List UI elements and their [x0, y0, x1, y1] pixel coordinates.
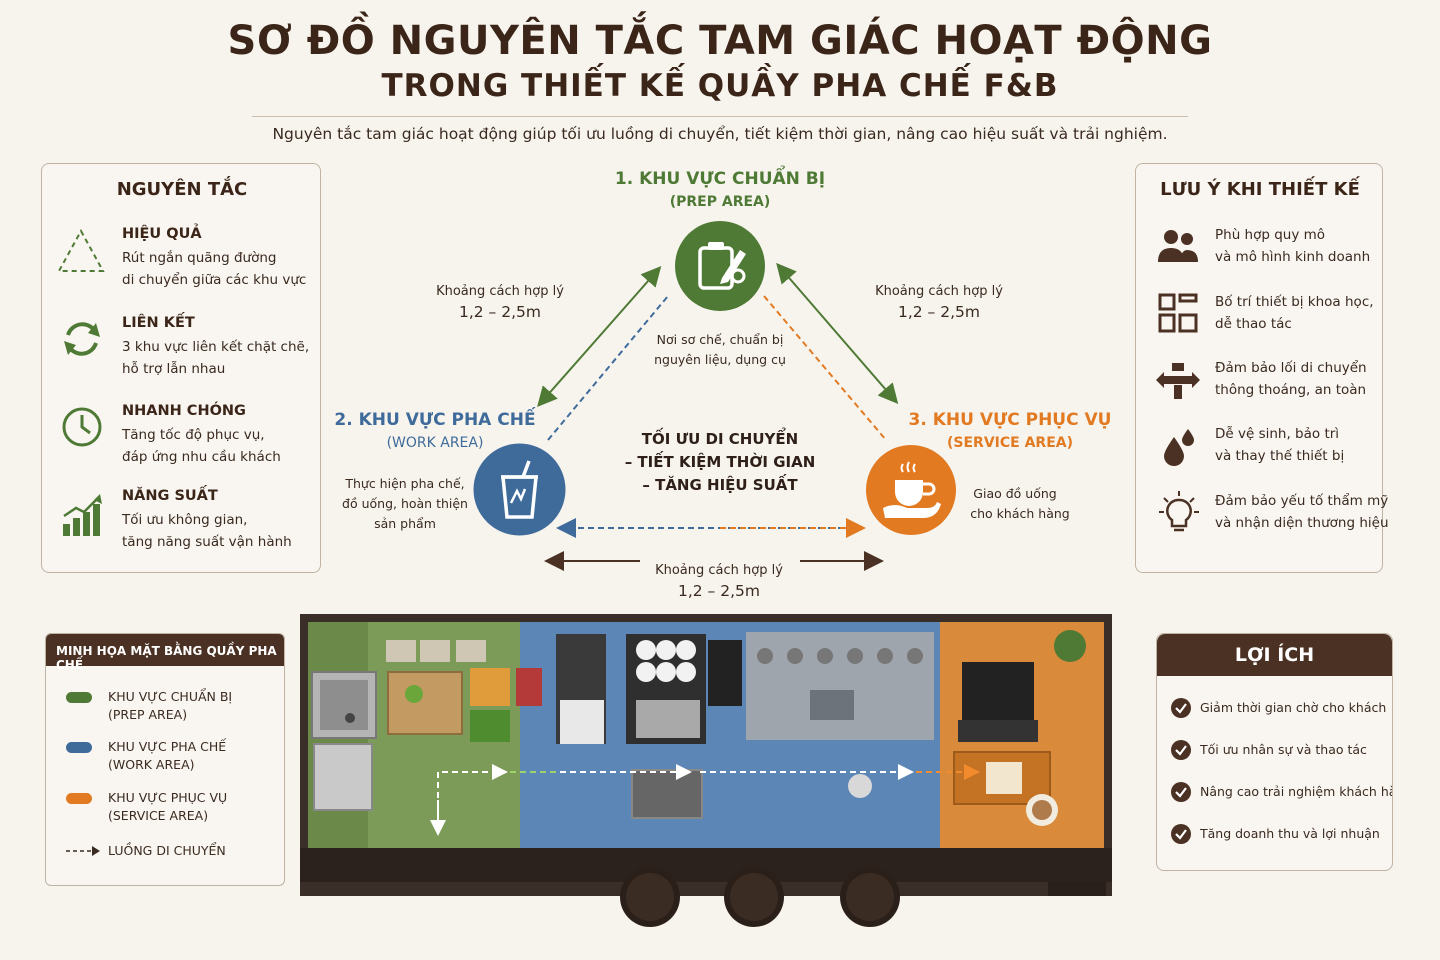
- benefits-panel: LỢI ÍCH Giảm thời gian chờ cho khách Tối…: [1156, 633, 1393, 871]
- work-area-title: 2. KHU VỰC PHA CHẾ: [334, 410, 536, 430]
- principles-title: NGUYÊN TẮC: [116, 179, 248, 200]
- check-circle-icon: [1171, 698, 1191, 718]
- water-drops-icon: [1164, 429, 1194, 466]
- distance-label-bottom: Khoảng cách hợp lý: [655, 563, 783, 578]
- benefits-title: LỢI ÍCH: [1157, 634, 1392, 676]
- page-subtitle: Nguyên tắc tam giác hoạt động giúp tối ư…: [272, 125, 1168, 143]
- check-circle-icon: [1171, 824, 1191, 844]
- prep-service-link: [776, 262, 899, 405]
- benefit-text: Tối ưu nhân sự và thao tác: [1200, 742, 1367, 757]
- design-notes-title: LƯU Ý KHI THIẾT KẾ: [1160, 179, 1360, 200]
- legend-swatch-blue: [66, 742, 92, 753]
- check-circle-icon: [1171, 782, 1191, 802]
- prep-clipboard-icon: [675, 221, 765, 311]
- work-area-desc: sản phẩm: [374, 516, 436, 531]
- principle-heading: NĂNG SUẤT: [122, 488, 218, 504]
- principle-text: Tăng tốc độ phục vụ,: [122, 427, 265, 443]
- service-area-desc: Giao đồ uống: [973, 486, 1057, 501]
- principle-text: hỗ trợ lẫn nhau: [122, 361, 226, 377]
- legend-label: KHU VỰC CHUẨN BỊ: [108, 689, 233, 704]
- prep-area-desc: nguyên liệu, dụng cụ: [654, 352, 786, 367]
- service-area-subtitle: (SERVICE AREA): [947, 435, 1073, 451]
- principles-panel: NGUYÊN TẮC HIỆU QUẢ Rút ngắn quãng đường…: [41, 163, 321, 573]
- principle-text: tăng năng suất vận hành: [122, 534, 292, 550]
- note-text: Đảm bảo lối di chuyển: [1215, 360, 1367, 376]
- people-icon: [1158, 230, 1198, 262]
- principle-text: Tối ưu không gian,: [122, 512, 248, 528]
- work-area-subtitle: (WORK AREA): [386, 435, 484, 451]
- title-divider: [252, 116, 1188, 117]
- growth-chart-icon: [63, 494, 102, 536]
- note-text: Dễ vệ sinh, bảo trì: [1215, 426, 1340, 442]
- prep-area-subtitle: (PREP AREA): [669, 194, 771, 210]
- service-coffee-icon: [866, 445, 956, 535]
- triangle-icon: [57, 228, 105, 272]
- principle-heading: HIỆU QUẢ: [122, 226, 202, 242]
- clock-icon: [62, 407, 102, 447]
- page-title-line2: TRONG THIẾT KẾ QUẦY PHA CHẾ F&B: [381, 68, 1059, 104]
- lightbulb-icon: [1159, 491, 1199, 532]
- legend-title: MINH HỌA MẶT BẰNG QUẦY PHA CHẾ: [46, 634, 284, 672]
- principle-text: di chuyển giữa các khu vực: [122, 272, 307, 288]
- sync-icon: [64, 322, 100, 356]
- note-text: và mô hình kinh doanh: [1215, 249, 1371, 265]
- page-title: SƠ ĐỒ NGUYÊN TẮC TAM GIÁC HOẠT ĐỘNG: [227, 18, 1213, 64]
- legend-swatch-orange: [66, 793, 92, 804]
- center-goal: – TĂNG HIỆU SUẤT: [642, 476, 798, 494]
- note-text: Phù hợp quy mô: [1215, 227, 1326, 243]
- principle-text: đáp ứng nhu cầu khách: [122, 449, 281, 465]
- service-area-title: 3. KHU VỰC PHỤC VỤ: [908, 410, 1112, 430]
- center-goal: – TIẾT KIỆM THỜI GIAN: [624, 453, 816, 471]
- prep-work-link: [537, 265, 662, 408]
- work-prep-flow: [547, 295, 669, 441]
- principle-text: 3 khu vực liên kết chặt chẽ,: [122, 339, 310, 355]
- layout-icon: [1158, 293, 1198, 333]
- legend-swatch-green: [66, 692, 92, 703]
- benefit-text: Tăng doanh thu và lợi nhuận: [1200, 826, 1380, 841]
- work-area-desc: đồ uống, hoàn thiện: [342, 496, 468, 511]
- note-text: thông thoáng, an toàn: [1215, 382, 1367, 398]
- distance-label-left: Khoảng cách hợp lý: [436, 284, 564, 299]
- legend-label: (PREP AREA): [108, 707, 188, 722]
- design-notes-panel: LƯU Ý KHI THIẾT KẾ Phù hợp quy mô và mô …: [1135, 163, 1389, 573]
- distance-value-bottom: 1,2 – 2,5m: [677, 582, 760, 600]
- prep-area-title: 1. KHU VỰC CHUẨN BỊ: [614, 169, 826, 189]
- distance-value-right: 1,2 – 2,5m: [897, 303, 980, 321]
- legend-label: (SERVICE AREA): [108, 808, 209, 823]
- legend-panel: MINH HỌA MẶT BẰNG QUẦY PHA CHẾ KHU VỰC C…: [45, 633, 285, 886]
- principle-text: Rút ngắn quãng đường: [122, 250, 277, 266]
- distance-value-left: 1,2 – 2,5m: [458, 303, 541, 321]
- note-text: Bố trí thiết bị khoa học,: [1215, 294, 1374, 310]
- distance-label-right: Khoảng cách hợp lý: [875, 284, 1003, 299]
- prep-area-desc: Nơi sơ chế, chuẩn bị: [656, 332, 784, 347]
- note-text: và thay thế thiết bị: [1215, 448, 1345, 464]
- legend-label: LUỒNG DI CHUYỂN: [108, 843, 226, 858]
- prep-service-flow: [763, 295, 887, 441]
- note-text: dễ thao tác: [1215, 316, 1292, 332]
- benefit-text: Giảm thời gian chờ cho khách: [1200, 700, 1387, 715]
- check-circle-icon: [1171, 740, 1191, 760]
- legend-label: (WORK AREA): [108, 757, 195, 772]
- legend-label: KHU VỰC PHỤC VỤ: [108, 790, 228, 805]
- move-arrows-icon: [1156, 363, 1200, 399]
- work-area-desc: Thực hiện pha chế,: [345, 476, 465, 491]
- work-cup-icon: [473, 443, 566, 536]
- principle-heading: LIÊN KẾT: [122, 315, 195, 331]
- dashed-arrow-icon: [66, 846, 100, 856]
- note-text: và nhận diện thương hiệu: [1215, 515, 1389, 531]
- benefit-text: Nâng cao trải nghiệm khách hàng: [1200, 784, 1393, 799]
- service-area-desc: cho khách hàng: [970, 506, 1070, 521]
- note-text: Đảm bảo yếu tố thẩm mỹ: [1215, 493, 1389, 509]
- principle-heading: NHANH CHÓNG: [122, 403, 246, 419]
- center-goal: TỐI ƯU DI CHUYỂN: [641, 430, 799, 448]
- legend-label: KHU VỰC PHA CHẾ: [108, 739, 227, 754]
